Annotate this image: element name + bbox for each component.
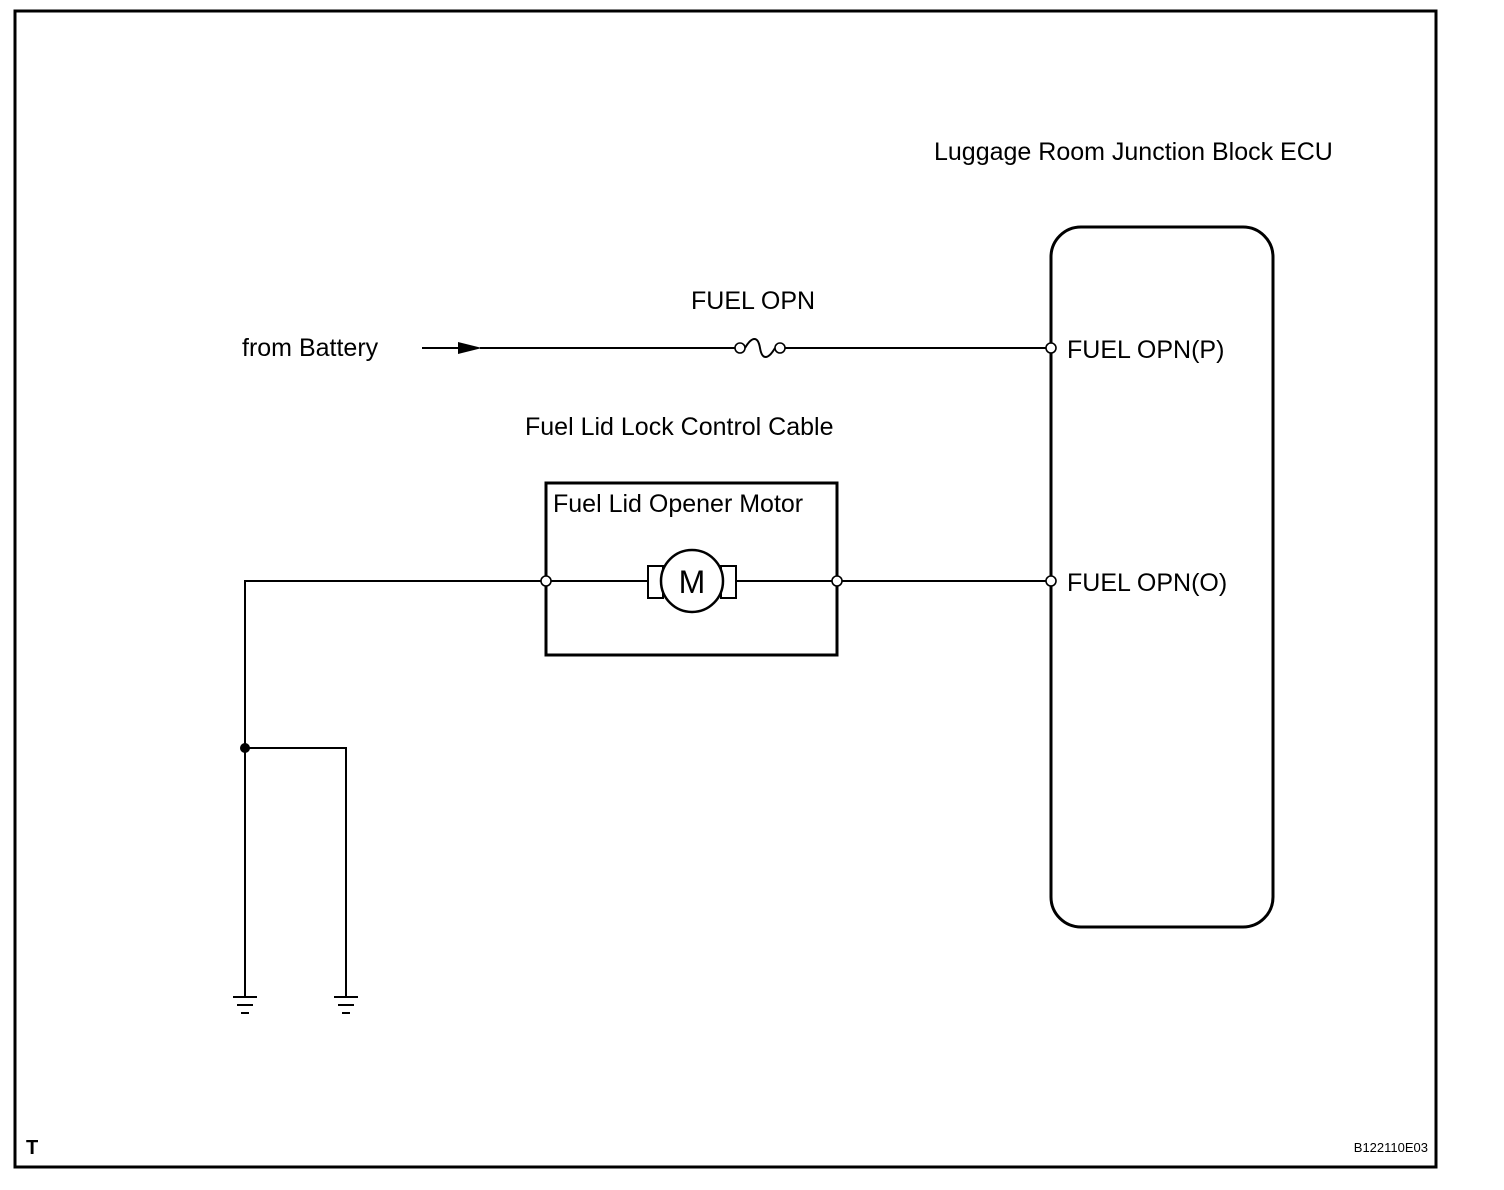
battery-arrow-head — [458, 342, 482, 354]
ecu-terminal-fuel-opn-o — [1045, 575, 1057, 587]
diagram-frame — [13, 9, 1438, 1169]
ground-symbol-right — [334, 996, 358, 1014]
fuse-terminal-left — [734, 342, 746, 354]
motor-letter: M — [679, 564, 706, 600]
fuse-element — [744, 338, 776, 358]
fuse-symbol — [734, 338, 786, 358]
battery-source-label: from Battery — [242, 334, 379, 362]
motor-title: Fuel Lid Opener Motor — [553, 490, 803, 518]
fuse-label: FUEL OPN — [691, 287, 815, 315]
splice-point — [240, 743, 250, 753]
motor-symbol: M — [647, 548, 737, 614]
motor-circle — [659, 548, 725, 614]
figure-code: B122110E03 — [1354, 1140, 1428, 1155]
motor-terminal-right — [831, 575, 843, 587]
motor-terminal-left — [540, 575, 552, 587]
fuse-terminal-right — [774, 342, 786, 354]
motor-box — [544, 481, 839, 657]
wire-motor-to-ground — [244, 580, 541, 996]
ground-symbol-left — [233, 996, 257, 1014]
ecu-terminal-label-fuel-opn-o: FUEL OPN(O) — [1067, 569, 1227, 597]
corner-marker: T — [26, 1137, 38, 1159]
wire-ground-branch — [245, 747, 347, 996]
ecu-title: Luggage Room Junction Block ECU — [934, 138, 1333, 166]
cable-label: Fuel Lid Lock Control Cable — [525, 413, 834, 441]
ecu-terminal-fuel-opn-p — [1045, 342, 1057, 354]
ecu-terminal-label-fuel-opn-p: FUEL OPN(P) — [1067, 336, 1224, 364]
